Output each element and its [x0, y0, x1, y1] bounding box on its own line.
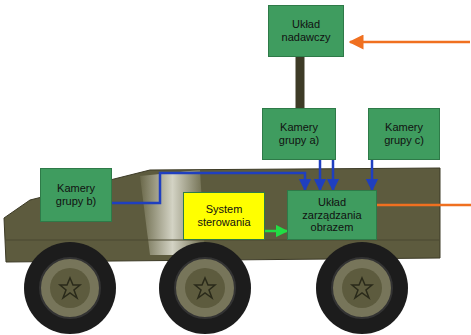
video-link — [319, 160, 322, 190]
camera-group-box: Kamery grupy b) — [40, 168, 112, 222]
box-label: Kamery grupy a) — [267, 121, 331, 146]
box-label: Kamery grupy b) — [45, 182, 107, 207]
box-label: System sterowania — [188, 203, 260, 228]
camera-group-box: Kamery grupy c) — [368, 108, 440, 160]
transmitter-box: Układ nadawczy — [268, 5, 344, 57]
mast — [296, 57, 305, 108]
camera-group-box: Kamery grupy a) — [262, 108, 336, 160]
wheel — [316, 242, 408, 334]
box-label: Układ zarządzania obrazem — [292, 196, 372, 234]
video-link — [371, 160, 374, 190]
control-link — [265, 230, 287, 233]
wheel — [24, 242, 116, 334]
video-link — [332, 160, 335, 190]
output-signal-line — [377, 204, 471, 207]
control-system-box: System sterowania — [183, 192, 265, 240]
wheel — [159, 242, 251, 334]
box-label: Kamery grupy c) — [373, 121, 435, 146]
box-label: Układ nadawczy — [273, 18, 339, 43]
input-signal-arrow — [350, 41, 470, 44]
image-manager-box: Układ zarządzania obrazem — [287, 190, 377, 240]
